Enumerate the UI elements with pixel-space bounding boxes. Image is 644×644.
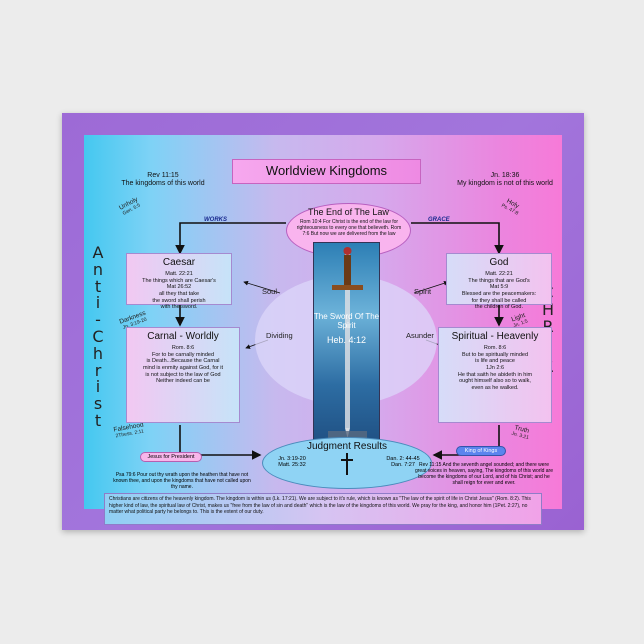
judgment-right-ref-1: Dan. 2: 44-45 (386, 456, 420, 462)
oval-word-soul: Soul (262, 287, 278, 296)
carnal-title: Carnal - Worldly (147, 331, 219, 342)
jesus-for-president-badge: Jesus for President (140, 452, 202, 462)
arrow-law-to-caesar (175, 222, 286, 255)
end-of-law-text: Rom 10:4 For Christ is the end of the la… (296, 219, 402, 237)
carnal-line: is not subject to the law of God (145, 371, 221, 378)
label-holy: Holy Ps. 47:8 (500, 197, 522, 216)
caesar-line: the sword shall perish (152, 297, 206, 304)
caesar-box: Caesar Matt. 22:21 The things which are … (126, 253, 232, 310)
spiritual-line: ought himself also so to walk, (459, 378, 531, 385)
page-title: Worldview Kingdoms (232, 159, 421, 184)
spiritual-line: is life and peace (475, 358, 515, 365)
sword-icon (328, 247, 367, 441)
spiritual-line: He that saith he abideth in him (457, 371, 533, 378)
carnal-ref: Rom. 8:6 (171, 344, 195, 351)
ref-right-verse: Jn. 18:36 (490, 172, 520, 179)
oval-word-spirit: Spirit (414, 287, 432, 296)
vertical-letter: i (95, 293, 101, 313)
carnal-line: Neither indeed can be (156, 378, 210, 385)
king-of-kings-badge: King of Kings (456, 446, 506, 456)
carnal-line: For to be carnally minded (151, 351, 215, 358)
ref-right-text: My kingdom is not of this world (457, 180, 553, 188)
label-truth: Truth Jn. 3:21 (511, 424, 531, 440)
label-unholy: Unholy Gen. 6:5 (118, 196, 141, 217)
sword-text: The Sword Of The Spirit (313, 312, 380, 330)
ref-left: Rev 11:15 The kingdoms of this world (104, 172, 222, 188)
cross-icon (341, 453, 353, 475)
caesar-title: Caesar (162, 257, 196, 268)
judgment-left-ref-1: Jn. 3:19-20 (278, 456, 306, 462)
god-line: The things that are God's (468, 277, 530, 284)
vertical-letter: t (94, 410, 102, 430)
caesar-line: with the sword. (160, 304, 198, 311)
end-of-law-title: The End of The Law (308, 207, 389, 217)
vertical-letter: t (94, 276, 102, 296)
god-line: Blessed are the peacemakers: (461, 291, 537, 297)
footer-text: Christians are citizens of the heavenly … (104, 493, 542, 525)
spiritual-title: Spiritual - Heavenly (451, 331, 539, 342)
vertical-letter: n (92, 259, 104, 279)
carnal-box: Carnal - Worldly Rom. 8:6 For to be carn… (126, 327, 240, 423)
caesar-line: The things which are Caesar's (142, 277, 216, 284)
spiritual-line: even as he walked. (471, 384, 519, 391)
works-label: WORKS (204, 217, 227, 223)
god-box: God Matt. 22:21 The things that are God'… (446, 253, 552, 310)
vertical-letter: A (92, 243, 104, 262)
spiritual-box: Spiritual - Heavenly Rom. 8:6 But to be … (438, 327, 552, 423)
arrow-law-to-god (411, 222, 504, 255)
revelation-text: Rev 11:15 And the seventh angel sounded;… (414, 462, 554, 486)
caesar-line: all they that take (158, 291, 200, 297)
label-falsehood: Falsehood 2Thess. 2:11 (113, 421, 145, 439)
spiritual-line: 1Jn 2:6 (485, 365, 505, 371)
ref-left-verse: Rev 11:15 (147, 172, 179, 179)
poster-inner: Rev 11:15 The kingdoms of this world Wor… (84, 135, 562, 525)
god-line: Mat 5:9 (489, 284, 509, 291)
judgment-right-ref-2: Dan. 7:27 (391, 462, 415, 469)
god-ref: Matt. 22:21 (485, 270, 513, 277)
vertical-letter: H (541, 299, 555, 319)
judgment-left-ref-2: Matt. 25:32 (278, 462, 306, 469)
god-line: for they shall be called (471, 297, 527, 304)
judgment-title: Judgment Results (306, 441, 388, 452)
vertical-letter: C (92, 326, 104, 346)
ref-left-text: The kingdoms of this world (121, 180, 205, 188)
carnal-line: mind is enmity against God, for it (142, 365, 224, 371)
caesar-ref: Matt. 22:21 (165, 270, 193, 277)
oval-word-asunder: Asunder (406, 331, 434, 340)
vertical-letter: s (93, 394, 103, 414)
vertical-letter: - (95, 310, 101, 330)
poster-frame: Rev 11:15 The kingdoms of this world Wor… (62, 113, 584, 530)
vertical-letter: R (540, 318, 556, 336)
arrow-carnal-to-judgment (179, 425, 262, 460)
spiritual-line: But to be spiritually minded (461, 351, 529, 358)
carnal-line: is Death...Because the Carnal (146, 358, 220, 365)
vertical-letter: h (92, 343, 104, 363)
caesar-line: Mat 26:52 (166, 284, 192, 291)
sword-image (313, 242, 380, 447)
spiritual-ref: Rom. 8:6 (483, 344, 507, 351)
judgment-right-refs: Dan. 2: 44-45 Dan. 7:27 (378, 456, 428, 469)
oval-word-dividing: Dividing (266, 331, 293, 340)
judgment-left-refs: Jn. 3:19-20 Matt. 25:32 (272, 456, 312, 469)
ref-right: Jn. 18:36 My kingdom is not of this worl… (456, 172, 554, 188)
vertical-letter: r (94, 360, 102, 380)
god-title: God (489, 257, 509, 268)
god-line: the children of God. (474, 304, 523, 311)
grace-label: GRACE (428, 217, 450, 223)
sword-ref: Heb. 4:12 (326, 335, 367, 345)
psalm-text: Psa 79:6 Pour out thy wrath upon the hea… (113, 472, 251, 490)
vertical-letter: i (95, 377, 101, 397)
